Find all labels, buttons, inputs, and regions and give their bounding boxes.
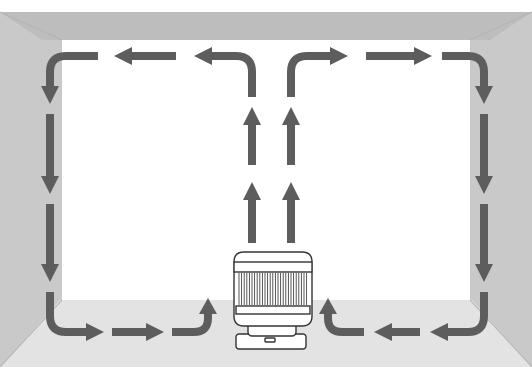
- arrow-icon: [414, 47, 432, 65]
- arrow-icon: [41, 176, 59, 194]
- arrow-icon: [430, 323, 448, 341]
- arrow-icon: [194, 47, 212, 65]
- fan-grille: [238, 273, 308, 305]
- arrow-icon: [324, 314, 364, 336]
- fan-base-button: [264, 337, 276, 343]
- fan-top-band: [233, 261, 313, 273]
- room-edge: [0, 11, 63, 41]
- arrow-icon: [146, 323, 164, 341]
- arrow-icon: [41, 86, 59, 104]
- arrow-icon: [319, 298, 337, 314]
- arrow-icon: [475, 86, 493, 104]
- arrow-icon: [374, 323, 392, 341]
- arrow-icon: [475, 176, 493, 194]
- arrow-icon: [287, 52, 330, 97]
- arrow-icon: [41, 264, 59, 282]
- airflow-arrows: [41, 47, 493, 341]
- arrow-icon: [442, 52, 488, 86]
- arrow-icon: [172, 314, 212, 336]
- fan-bottom-band: [235, 305, 311, 315]
- arrow-icon: [243, 182, 261, 200]
- arrow-icon: [46, 52, 98, 86]
- arrow-icon: [475, 264, 493, 282]
- arrow-icon: [282, 182, 300, 200]
- room-edge: [469, 11, 532, 41]
- arrow-icon: [199, 298, 217, 314]
- room-ceiling: [0, 12, 532, 40]
- arrow-icon: [448, 292, 488, 336]
- arrow-icon: [46, 292, 86, 336]
- fan-icon: [233, 251, 313, 350]
- arrow-icon: [86, 323, 104, 341]
- arrow-icon: [243, 107, 261, 125]
- arrow-icon: [330, 47, 348, 65]
- arrow-icon: [212, 52, 256, 97]
- arrow-icon: [282, 107, 300, 125]
- arrow-icon: [114, 47, 132, 65]
